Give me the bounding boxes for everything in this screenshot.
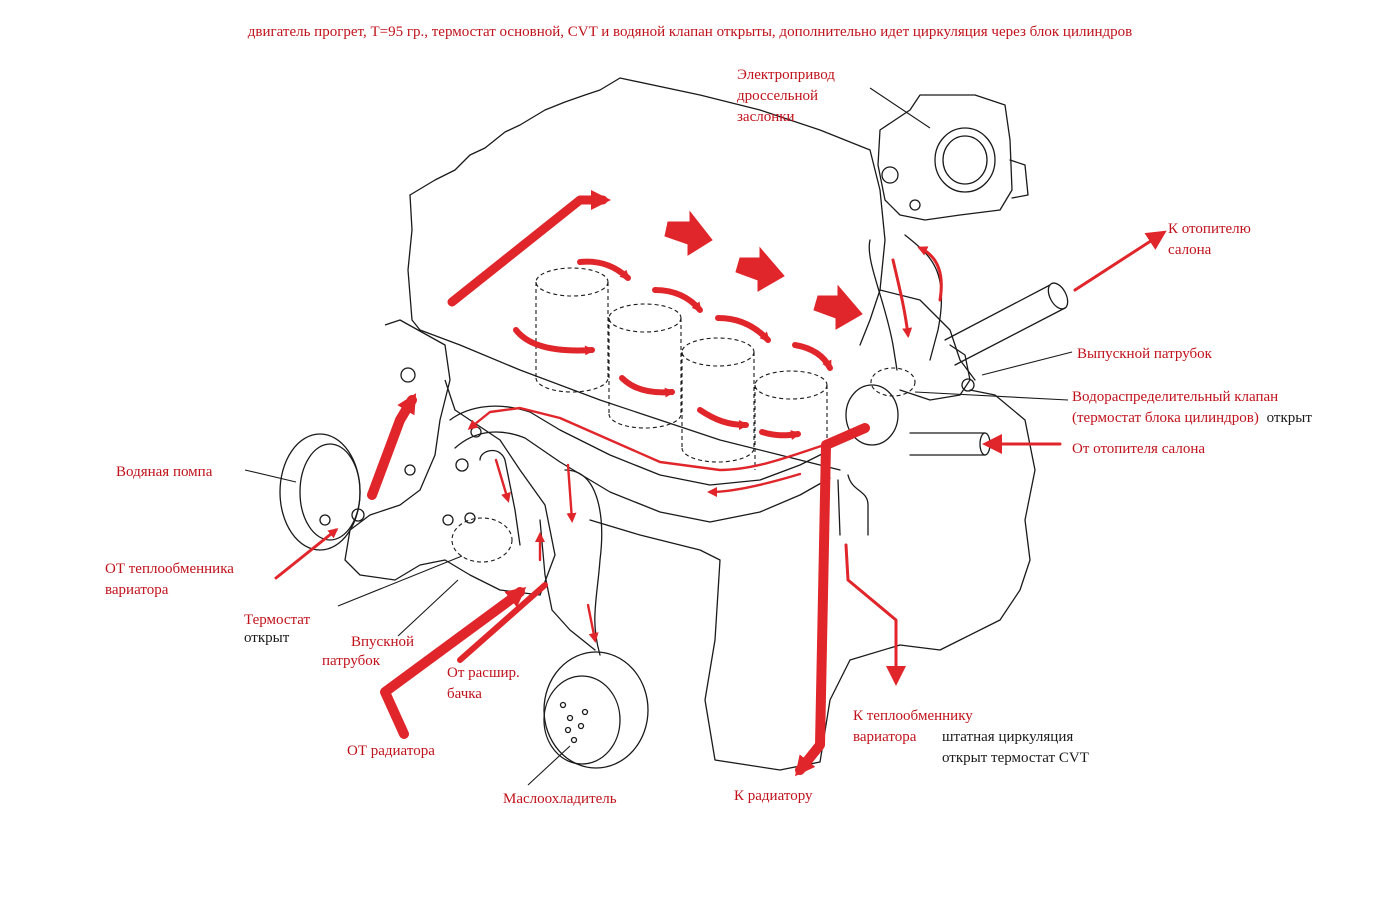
throttle-hose-2 (904, 234, 943, 361)
leader-water-valve (914, 391, 1069, 401)
heater-return-pipe (909, 432, 986, 456)
label-cvt-note: штатная циркуляция открыт термостат CVT (942, 729, 1089, 766)
throttle-body (877, 94, 1029, 221)
flow-arrow-head-1 (664, 210, 713, 256)
label-from-radiator: ОТ радиатора (347, 743, 435, 759)
flow-arrow-throttle-up (917, 246, 943, 302)
label-from-heater: От отопителя салона (1072, 441, 1205, 457)
leader-lines (244, 87, 1073, 786)
water-pump-pulley (279, 433, 365, 551)
coolant-flow (274, 190, 1167, 777)
engine-block-top-outline (409, 77, 886, 346)
flow-arrow-pump-up (367, 393, 417, 500)
diagram-title: двигатель прогрет, Т=95 гр., термостат о… (248, 24, 1133, 40)
cvt-hose-stub (837, 474, 869, 536)
flow-arrow-cyl-2b (619, 375, 675, 398)
engine-lower-block (589, 389, 1036, 771)
oil-cooler-hose-2 (564, 469, 603, 656)
cylinder-3 (681, 337, 755, 463)
pump-hose (479, 449, 521, 546)
flow-arrow-head-3 (813, 284, 863, 330)
leader-water-pump (244, 469, 297, 483)
bracket-bolt-1 (400, 367, 416, 383)
label-water-pump: Водяная помпа (116, 464, 213, 480)
pump-bracket (344, 319, 556, 596)
flow-arrow-pipe-return (467, 406, 842, 472)
flow-arrow-cyl-2a (652, 287, 703, 313)
flow-arrow-to-cvt (844, 543, 906, 686)
flow-arrow-to-heater (1073, 230, 1167, 292)
label-to-cvt-exchanger: К теплообменнику вариатора (853, 708, 977, 745)
oil-cooler-hose-1 (539, 519, 596, 651)
leader-throttle (869, 87, 931, 129)
throttle-hose-1 (868, 239, 898, 371)
flow-arrow-inlet-3 (586, 603, 599, 643)
engine-right-side (879, 289, 976, 381)
label-from-cvt-exchanger: ОТ теплообменника вариатора (105, 561, 238, 598)
flow-arrow-from-cvt (274, 528, 339, 580)
label-to-radiator: К радиатору (734, 788, 813, 804)
labels: Электропривод дроссельной заслонки К ото… (105, 67, 1312, 807)
flow-arrow-cyl-1b (513, 327, 595, 356)
flow-arrow-pump-hose (494, 458, 511, 503)
label-oil-cooler: Маслоохладитель (503, 791, 617, 807)
flow-arrow-to-radiator (795, 423, 870, 777)
leader-inlet-pipe (397, 579, 459, 637)
label-from-expansion-tank: От расшир. бачка (447, 665, 524, 702)
leader-thermostat (337, 555, 463, 607)
coolant-pipe-lower (454, 431, 831, 523)
label-outlet-pipe: Выпускной патрубок (1077, 346, 1213, 362)
label-thermostat: Термостат открыт (244, 612, 314, 646)
engine-block-left-edge (407, 194, 421, 331)
flow-arrow-head-2 (735, 246, 785, 292)
bracket-bolt-2 (404, 464, 416, 476)
flow-arrow-from-expansion (457, 582, 548, 663)
oil-cooler (543, 651, 649, 769)
inlet-housing (442, 426, 513, 563)
label-inlet-pipe: Впускной патрубок (322, 634, 418, 669)
engine-block-front-edge (419, 329, 841, 471)
cylinder-2 (608, 303, 682, 429)
flow-arrow-head-top (447, 190, 611, 307)
flow-arrow-cyl-3b (697, 407, 749, 430)
flow-arrow-cyl-3a (715, 315, 771, 343)
heater-outlet-pipe-end (1047, 282, 1069, 310)
heater-outlet-pipe (944, 284, 1066, 366)
flow-arrow-pipe-lower (707, 472, 802, 497)
flow-arrow-throttle-down (891, 258, 913, 338)
flow-arrow-cyl-4a (792, 342, 833, 371)
flow-arrow-cyl-1a (577, 258, 631, 281)
label-to-heater: К отопителю салона (1168, 221, 1255, 258)
leader-outlet-pipe (981, 351, 1073, 376)
leader-oil-cooler (527, 745, 571, 786)
label-throttle: Электропривод дроссельной заслонки (737, 67, 839, 125)
flow-arrow-inlet-1 (566, 463, 577, 523)
cylinder-1 (535, 267, 609, 393)
flow-arrow-cyl-4b (759, 429, 801, 441)
label-water-valve: Водораспределительный клапан (термостат … (1072, 389, 1312, 426)
flow-arrow-from-radiator (380, 587, 527, 739)
